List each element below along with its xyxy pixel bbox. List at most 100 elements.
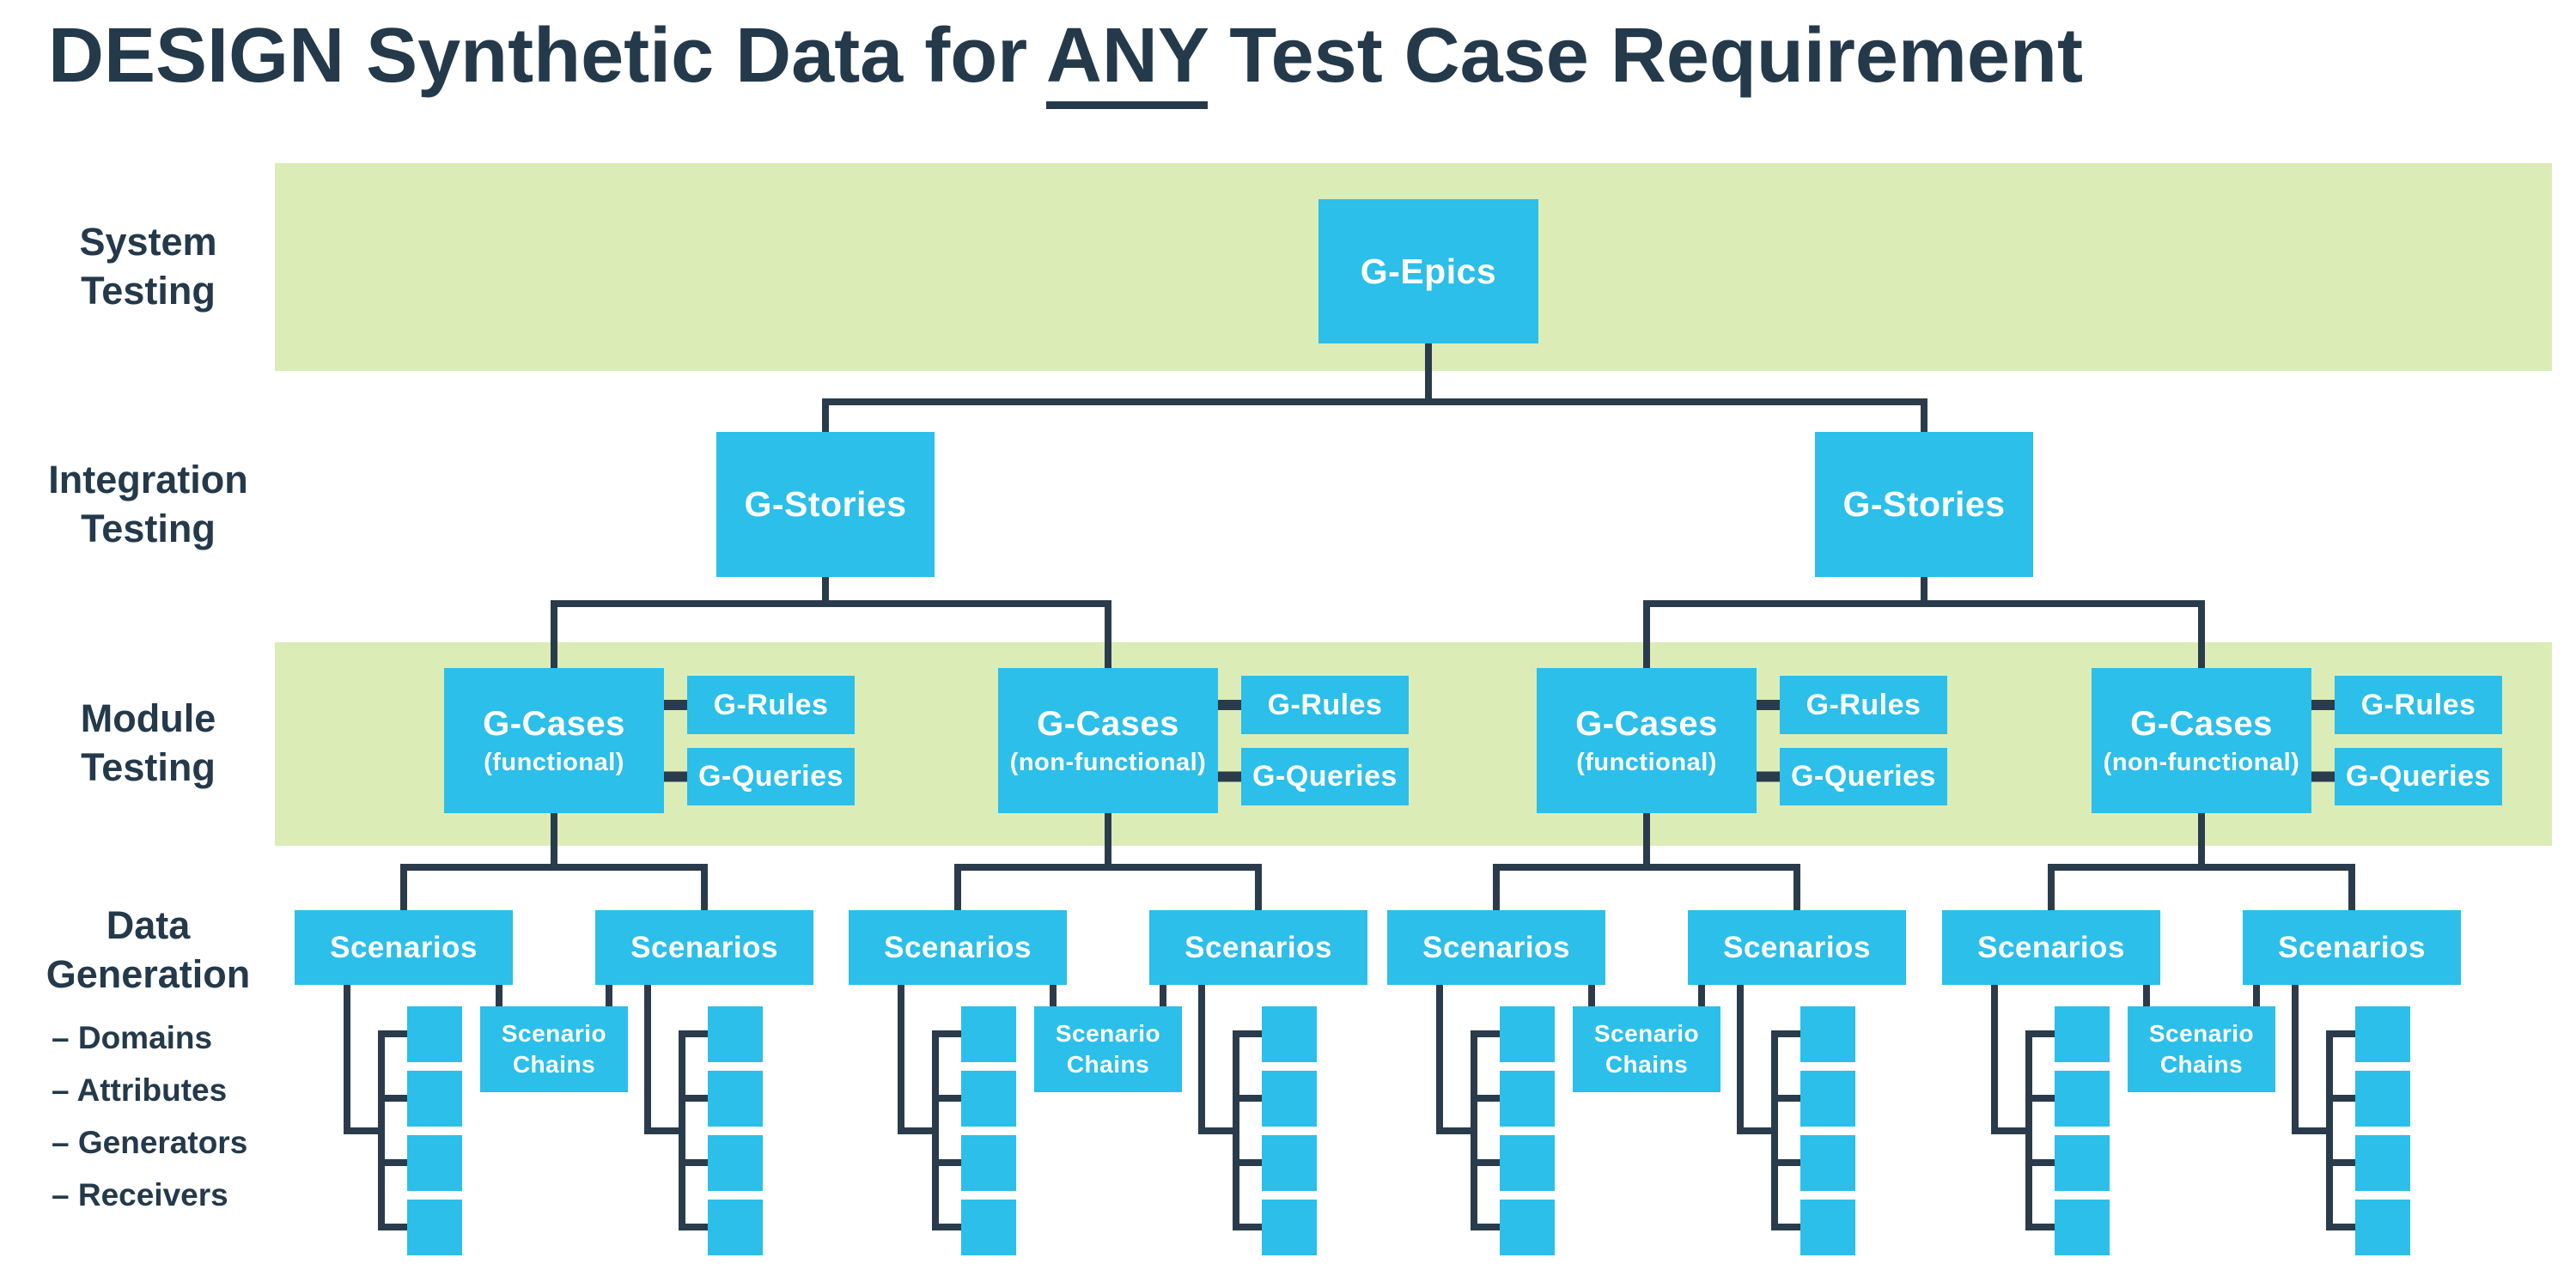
title-prefix: DESIGN Synthetic Data for <box>48 13 1046 99</box>
g-cases-box: G-Cases(functional) <box>1537 668 1757 813</box>
g-rules-box: G-Rules <box>687 676 855 734</box>
scenario-item-box <box>2055 1071 2110 1127</box>
scenario-chains-line2: Chains <box>1066 1051 1150 1078</box>
scenarios-label: Scenarios <box>884 930 1032 964</box>
g-queries-label: G-Queries <box>1252 760 1398 793</box>
scenario-item-box <box>1262 1071 1317 1127</box>
g-rules-label: G-Rules <box>1806 688 1921 721</box>
scenarios-box: Scenarios <box>595 910 813 985</box>
g-rules-label: G-Rules <box>2360 688 2476 721</box>
title-suffix: Test Case Requirement <box>1208 13 2083 99</box>
scenario-chains-line1: Scenario <box>2148 1019 2255 1047</box>
scenario-chains-line1: Scenario <box>501 1019 607 1047</box>
g-cases-box: G-Cases (non-functional) <box>998 668 1218 813</box>
g-rules-label: G-Rules <box>1267 688 1383 721</box>
g-cases-label: G-Cases <box>1037 704 1179 743</box>
g-cases-label: G-Cases <box>2130 704 2273 743</box>
legend-item: – Receivers <box>52 1177 228 1212</box>
g-queries-box: G-Queries <box>1241 748 1409 805</box>
g-cases-sublabel: (functional) <box>1576 748 1717 776</box>
scenarios-label: Scenarios <box>1184 930 1332 964</box>
g-rules-label: G-Rules <box>713 688 829 721</box>
scenarios-box: Scenarios <box>1942 910 2160 985</box>
scenario-item-box <box>407 1006 462 1062</box>
row-label-line: Testing <box>81 268 216 313</box>
g-queries-label: G-Queries <box>2346 760 2491 793</box>
g-cases-label: G-Cases <box>483 704 625 743</box>
legend-item: – Attributes <box>52 1072 228 1108</box>
scenario-item-box <box>407 1200 462 1255</box>
scenario-item-box <box>2055 1006 2110 1062</box>
g-stories-label: G-Stories <box>744 484 907 524</box>
row-label-line: Testing <box>81 744 216 789</box>
scenario-item-box <box>1262 1006 1317 1062</box>
scenarios-label: Scenarios <box>2278 930 2426 964</box>
scenario-chains-line2: Chains <box>2159 1051 2244 1078</box>
scenario-item-box <box>961 1135 1016 1191</box>
row-label-line: Generation <box>46 951 251 996</box>
row-label-line: Data <box>106 903 191 947</box>
scenario-item-box <box>2355 1071 2410 1127</box>
scenario-chains-line1: Scenario <box>1593 1019 1700 1047</box>
scenario-item-box <box>1500 1135 1555 1191</box>
g-queries-box: G-Queries <box>2335 748 2502 805</box>
scenarios-label: Scenarios <box>1977 930 2125 964</box>
legend-item: – Domains <box>52 1020 213 1055</box>
scenario-item-box <box>1800 1135 1855 1191</box>
scenario-item-box <box>2355 1200 2410 1255</box>
scenario-chains-line1: Scenario <box>1055 1019 1161 1047</box>
g-stories-label: G-Stories <box>1842 484 2006 524</box>
g-queries-label: G-Queries <box>1791 760 1936 793</box>
scenarios-box: Scenarios <box>1688 910 1906 985</box>
scenarios-box: Scenarios <box>1387 910 1605 985</box>
row-label-line: Testing <box>81 506 216 550</box>
scenario-item-box <box>1800 1200 1855 1255</box>
scenario-item-box <box>961 1071 1016 1127</box>
scenario-item-box <box>407 1071 462 1127</box>
scenarios-box: Scenarios <box>295 910 513 985</box>
scenarios-box: Scenarios <box>2243 910 2461 985</box>
scenario-item-box <box>708 1200 763 1255</box>
scenario-item-box <box>708 1006 763 1062</box>
scenario-item-box <box>708 1071 763 1127</box>
g-stories-box: G-Stories <box>716 432 935 577</box>
scenarios-box: Scenarios <box>1149 910 1367 985</box>
g-rules-box: G-Rules <box>1780 676 1947 734</box>
scenario-item-box <box>2355 1135 2410 1191</box>
scenario-item-box <box>2055 1135 2110 1191</box>
scenario-item-box <box>961 1006 1016 1062</box>
scenario-item-box <box>1500 1006 1555 1062</box>
scenario-item-box <box>1500 1200 1555 1255</box>
g-queries-box: G-Queries <box>1780 748 1947 805</box>
scenario-item-box <box>961 1200 1016 1255</box>
scenario-item-box <box>708 1135 763 1191</box>
scenario-item-box <box>407 1135 462 1191</box>
scenarios-label: Scenarios <box>630 930 778 964</box>
row-label-line: Module <box>80 696 216 740</box>
title-emphasis: ANY <box>1045 13 1209 109</box>
scenario-item-box <box>2055 1200 2110 1255</box>
scenario-item-box <box>1262 1135 1317 1191</box>
g-epics-box: G-Epics <box>1318 199 1538 343</box>
legend-item: – Generators <box>52 1125 248 1160</box>
g-cases-sublabel: (non-functional) <box>1009 748 1207 776</box>
scenarios-box: Scenarios <box>849 910 1067 985</box>
g-stories-box: G-Stories <box>1815 432 2033 577</box>
scenarios-label: Scenarios <box>1723 930 1871 964</box>
row-label-line: System <box>79 220 217 264</box>
scenarios-label: Scenarios <box>330 930 478 964</box>
g-queries-label: G-Queries <box>698 760 843 793</box>
g-epics-label: G-Epics <box>1360 251 1497 291</box>
scenario-item-box <box>2355 1006 2410 1062</box>
scenario-item-box <box>1800 1006 1855 1062</box>
g-cases-box: G-Cases(non-functional) <box>2092 668 2311 813</box>
scenario-chains-line2: Chains <box>512 1051 596 1078</box>
